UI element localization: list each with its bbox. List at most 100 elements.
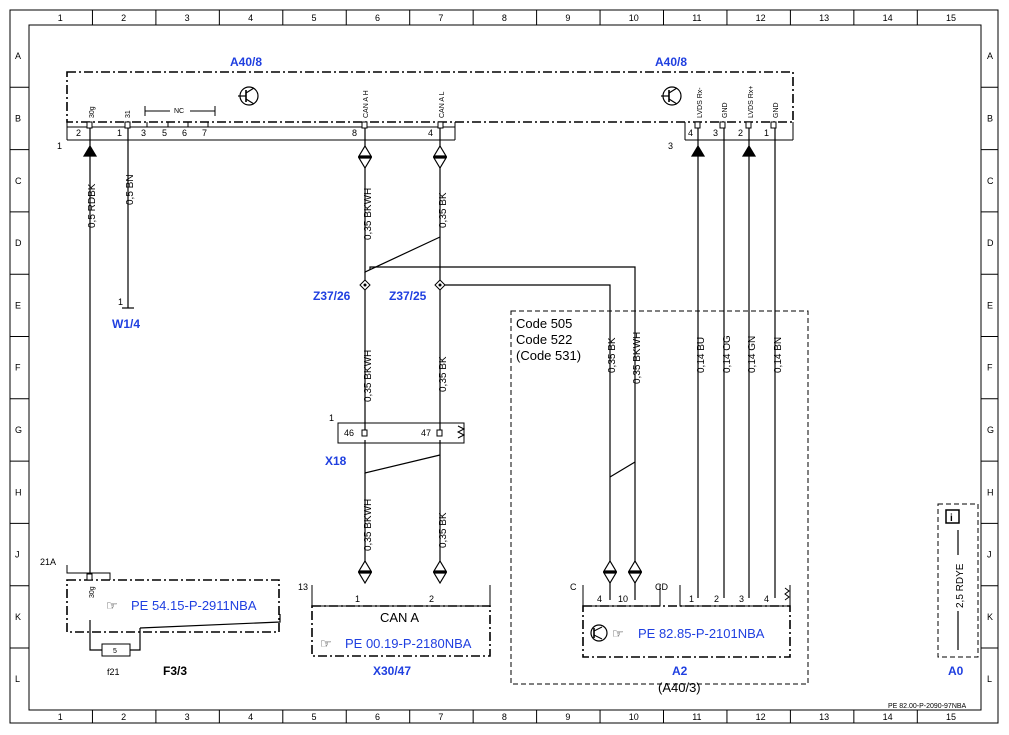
x18-label: X18 xyxy=(325,454,347,468)
a40-8-right-label: A40/8 xyxy=(655,55,687,69)
wire-label-lvds-bn: 0,14 BN xyxy=(773,337,784,373)
ground-squiggle-icon xyxy=(456,425,466,439)
a40-pin-num: 3 xyxy=(713,128,718,138)
a2-conn-c: C xyxy=(570,582,577,592)
info-icon[interactable] xyxy=(945,509,960,524)
ruler-row-label: J xyxy=(987,550,992,560)
a40-pin-30g-num: 2 xyxy=(76,128,81,138)
a40-pin-num: 4 xyxy=(688,128,693,138)
transistor-icon xyxy=(661,86,682,106)
ruler-column-label: 13 xyxy=(819,712,829,722)
pin-terminal xyxy=(436,429,443,437)
a40-pin-lvds-rx-minus: LVDS Rx- xyxy=(697,87,704,118)
a40-nc-pin: 7 xyxy=(202,128,207,138)
ruler-row-label: C xyxy=(15,176,22,186)
ruler-column-label: 12 xyxy=(756,712,766,722)
fuse-box-housing xyxy=(66,579,280,633)
pin-terminal xyxy=(770,121,777,129)
outer-frame xyxy=(9,9,999,724)
pin-terminal xyxy=(437,121,444,129)
a40-8-left-label: A40/8 xyxy=(230,55,262,69)
a40-8-housing xyxy=(66,71,794,123)
ruler-column-label: 15 xyxy=(946,712,956,722)
fuse-21a-bracket xyxy=(66,565,111,580)
a2-pin: 4 xyxy=(597,594,602,604)
pe-a2-ref[interactable]: PE 82.85-P-2101NBA xyxy=(638,626,765,641)
ruler-row-label: J xyxy=(15,550,20,560)
ruler-row-label: G xyxy=(987,425,994,435)
w1-4-pin: 1 xyxy=(118,297,123,307)
z37-25-label: Z37/25 xyxy=(389,289,427,303)
ruler-row-label: H xyxy=(987,487,994,497)
wire-label-bn: 0,5 BN xyxy=(125,174,136,205)
transistor-icon xyxy=(590,624,608,642)
x18-connector xyxy=(337,422,465,444)
ruler-column-label: 11 xyxy=(692,13,701,23)
ruler-column-label: 3 xyxy=(185,13,190,23)
pin-terminal xyxy=(124,121,131,129)
ruler-column-label: 10 xyxy=(629,13,639,23)
ruler-row-label: D xyxy=(987,238,994,248)
ruler-row-label: K xyxy=(987,612,993,622)
ruler-row-label: K xyxy=(15,612,21,622)
a2-conn-cd: CD xyxy=(655,582,668,592)
wire-label-can-l-top: 0,35 BK xyxy=(438,192,449,228)
x30-conn-num: 13 xyxy=(298,582,308,592)
wire-label-can-l-bot: 0,35 BK xyxy=(438,512,449,548)
nc-pin-stubs xyxy=(146,122,209,127)
z37-26-label: Z37/26 xyxy=(313,289,351,303)
wire-label-a2-bkwh: 0,35 BKWH xyxy=(632,332,643,384)
a40-pin-can-l-name: CAN A L xyxy=(439,91,446,118)
wire-label-a0: 2,5 RDYE xyxy=(955,563,966,608)
ruler-column-label: 3 xyxy=(185,712,190,722)
ruler-column-label: 6 xyxy=(375,13,380,23)
ruler-row-label: C xyxy=(987,176,994,186)
wire-label-can-h-top: 0,35 BKWH xyxy=(363,188,374,240)
pin-terminal xyxy=(361,429,368,437)
fuse-pin: 30g xyxy=(89,586,96,598)
pin-terminal xyxy=(719,121,726,129)
ruler-column-label: 4 xyxy=(248,13,253,23)
a40-pin-gnd: GND xyxy=(722,102,729,118)
plug-connector-icon xyxy=(627,559,643,585)
x30-47-housing xyxy=(311,605,491,657)
ruler-row-label: E xyxy=(987,300,993,310)
ruler-column-label: 5 xyxy=(312,13,317,23)
fuse-21a-label: 21A xyxy=(40,557,56,567)
pe-hand-icon: ☞ xyxy=(612,626,624,641)
inner-frame xyxy=(28,24,982,711)
ruler-column-label: 15 xyxy=(946,13,956,23)
a40-pin-lvds-rx-plus: LVDS Rx+ xyxy=(748,86,755,118)
footer-ref: PE 82.00-P-2090-97NBA xyxy=(888,703,967,710)
ruler-grid: 1122334455667788991010111112121313141415… xyxy=(10,10,998,723)
a2-pin: 2 xyxy=(714,594,719,604)
a2-cd-bracket xyxy=(679,585,791,607)
pe-can-ref[interactable]: PE 00.19-P-2180NBA xyxy=(345,636,472,651)
a40-pin-gnd: GND xyxy=(773,102,780,118)
a2-pin: 4 xyxy=(764,594,769,604)
pe-fuse-ref[interactable]: PE 54.15-P-2911NBA xyxy=(131,598,257,613)
a40-nc-pin: 6 xyxy=(182,128,187,138)
a2-housing xyxy=(582,605,791,658)
wire-label-a2-bk: 0,35 BK xyxy=(607,337,618,373)
a40-pin-31-name: 31 xyxy=(125,110,132,118)
nc-bracket xyxy=(144,106,216,116)
info-icon-glyph: i xyxy=(950,513,953,524)
ruler-column-label: 1 xyxy=(58,13,63,23)
ruler-column-label: 4 xyxy=(248,712,253,722)
ruler-column-label: 9 xyxy=(565,13,570,23)
a0-label-bg xyxy=(950,555,966,611)
pin-terminal xyxy=(361,121,368,129)
ruler-row-label: A xyxy=(987,51,993,61)
ruler-row-label: E xyxy=(15,300,21,310)
ruler-column-label: 8 xyxy=(502,13,507,23)
wire-label-can-l-mid: 0,35 BK xyxy=(438,356,449,392)
x18-conn-num: 1 xyxy=(329,413,334,423)
a2-alt-label: (A40/3) xyxy=(658,680,701,695)
a40-pin-31-num: 1 xyxy=(117,128,122,138)
a40-conn1-label: 1 xyxy=(57,141,62,151)
ruler-column-label: 13 xyxy=(819,13,829,23)
splice-dot xyxy=(363,283,367,287)
ruler-row-label: G xyxy=(15,425,22,435)
ruler-row-label: B xyxy=(987,113,993,123)
